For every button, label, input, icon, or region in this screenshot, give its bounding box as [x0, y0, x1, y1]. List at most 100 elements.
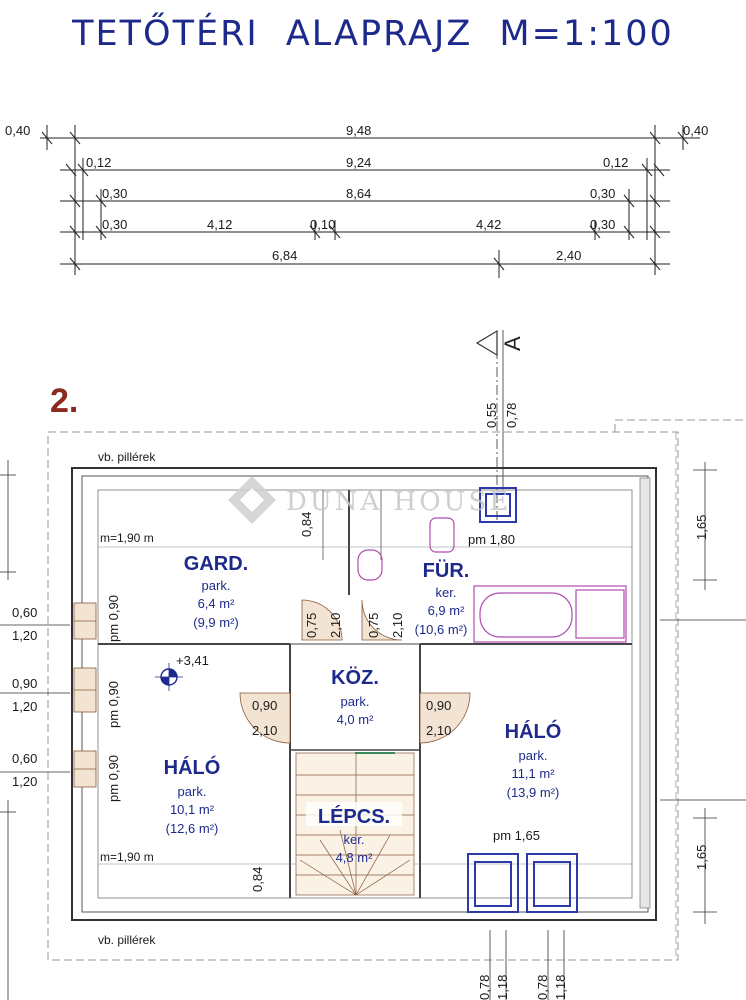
dim-bottom-084: 0,84 — [250, 867, 265, 892]
pillars-top-note: vb. pillérek — [98, 450, 156, 464]
walls — [71, 467, 657, 921]
room-lepcs-area: 4,8 m² — [336, 850, 374, 865]
room-gard-area: 6,4 m² — [198, 596, 236, 611]
level-marker-icon — [155, 663, 183, 691]
dim-gard-084: 0,84 — [299, 512, 314, 537]
sheet-number: 2. — [50, 382, 78, 420]
win1-parapet: pm 0,90 — [106, 595, 121, 642]
dimension-chains — [40, 125, 700, 278]
left-windows — [73, 602, 97, 788]
dim-right-165-top: 1,65 — [694, 515, 709, 540]
roof-window-top-icon — [479, 487, 517, 523]
room-koz-name: KÖZ. — [331, 666, 379, 689]
room-halo-right-gross: (13,9 m²) — [507, 785, 560, 800]
bathroom-fixtures — [357, 517, 627, 643]
room-halo-left-gross: (12,6 m²) — [166, 821, 219, 836]
door-l-width: 0,90 — [252, 698, 277, 713]
dim-row5-b: 2,40 — [556, 248, 581, 263]
dim-row1-right: 0,40 — [683, 123, 708, 138]
dim-row2-center: 9,24 — [346, 155, 371, 170]
window-parapet-top: pm 1,80 — [468, 532, 515, 547]
room-halo-left-floor: park. — [178, 784, 207, 799]
room-halo-left-name: HÁLÓ — [164, 755, 221, 779]
door-a-width: 0,75 — [304, 613, 319, 638]
dim-row1-left: 0,40 — [5, 123, 30, 138]
door-b-width: 0,75 — [366, 613, 381, 638]
dim-row4-c: 0,10 — [310, 217, 335, 232]
section-label: A — [500, 336, 525, 351]
door-halo-left-swing — [239, 692, 291, 744]
door-a-height: 2,10 — [328, 613, 343, 638]
dim-ticks-row1 — [41, 125, 689, 275]
room-fur-floor: ker. — [436, 585, 457, 600]
win1-height: 1,20 — [12, 628, 37, 643]
win3-parapet: pm 0,90 — [106, 755, 121, 802]
room-lepcs: LÉPCS. ker. 4,8 m² — [306, 802, 402, 865]
dim-row4-b: 4,12 — [207, 217, 232, 232]
dimension-labels: 0,40 9,48 0,40 0,12 9,24 0,12 0,30 8,64 … — [5, 123, 708, 263]
pillars-bottom-note: vb. pillérek — [98, 933, 156, 947]
bathtub-basin-icon — [479, 592, 573, 638]
room-gard-floor: park. — [202, 578, 231, 593]
watermark-text: DUNA HOUSE — [286, 487, 511, 517]
door-fur-swing — [361, 599, 403, 641]
dim-bottom-118-b: 1,18 — [553, 975, 568, 1000]
win2-width: 0,90 — [12, 676, 37, 691]
headroom-top-note: m=1,90 m — [100, 531, 154, 545]
washbasin-icon — [357, 549, 383, 581]
shower-icon — [575, 589, 625, 639]
win3-height: 1,20 — [12, 774, 37, 789]
bathtub-icon — [473, 585, 627, 643]
room-halo-left: HÁLÓ park. 10,1 m² (12,6 m²) — [164, 755, 221, 836]
door-r-height: 2,10 — [426, 723, 451, 738]
room-fur-name: FÜR. — [423, 559, 470, 582]
dim-row3-right: 0,30 — [590, 186, 615, 201]
door-halo-right-swing — [419, 692, 471, 744]
room-halo-right: HÁLÓ park. 11,1 m² (13,9 m²) — [505, 719, 562, 800]
plan-title: TETŐTÉRI ALAPRAJZ M=1:100 — [72, 14, 674, 54]
level-value: +3,41 — [176, 653, 209, 668]
room-halo-right-floor: park. — [519, 748, 548, 763]
room-gard-gross: (9,9 m²) — [193, 615, 239, 630]
roof-windows — [467, 487, 578, 913]
roof-outline — [47, 419, 746, 961]
toilet-icon — [429, 517, 455, 553]
dim-row3-center: 8,64 — [346, 186, 371, 201]
dim-row3-left: 0,30 — [102, 186, 127, 201]
dim-bottom-078-b: 0,78 — [535, 975, 550, 1000]
dim-top-078: 0,78 — [504, 403, 519, 428]
door-b-height: 2,10 — [390, 613, 405, 638]
dim-row4-e: 0,30 — [590, 217, 615, 232]
room-fur: FÜR. ker. 6,9 m² (10,6 m²) — [415, 559, 470, 637]
win3-width: 0,60 — [12, 751, 37, 766]
right-dims — [660, 432, 746, 960]
dim-row5-a: 6,84 — [272, 248, 297, 263]
roof-window-bottom-right-icon — [526, 853, 578, 913]
dim-right-165-bottom: 1,65 — [694, 845, 709, 870]
dim-bottom-078-a: 0,78 — [477, 975, 492, 1000]
room-koz-area: 4,0 m² — [337, 712, 375, 727]
dim-row1-center: 9,48 — [346, 123, 371, 138]
room-koz-floor: park. — [341, 694, 370, 709]
room-lepcs-floor: ker. — [344, 832, 365, 847]
dim-bottom-118-a: 1,18 — [495, 975, 510, 1000]
win1-width: 0,60 — [12, 605, 37, 620]
dim-row4-a: 0,30 — [102, 217, 127, 232]
win2-parapet: pm 0,90 — [106, 681, 121, 728]
dim-top-055: 0,55 — [484, 403, 499, 428]
room-gard-name: GARD. — [184, 553, 248, 575]
room-koz: KÖZ. park. 4,0 m² — [331, 666, 379, 727]
dim-row2-left: 0,12 — [86, 155, 111, 170]
roof-window-bottom-left-icon — [467, 853, 519, 913]
door-l-height: 2,10 — [252, 723, 277, 738]
bottom-dims — [489, 930, 565, 1000]
dim-row4-d: 4,42 — [476, 217, 501, 232]
left-window-dims — [0, 460, 70, 1000]
win2-height: 1,20 — [12, 699, 37, 714]
section-arrow-icon — [475, 329, 498, 357]
room-lepcs-name: LÉPCS. — [318, 805, 390, 828]
window-parapet-bottom: pm 1,65 — [493, 828, 540, 843]
top-opening-dims: 0,55 0,78 — [484, 330, 519, 490]
room-halo-left-area: 10,1 m² — [170, 802, 215, 817]
